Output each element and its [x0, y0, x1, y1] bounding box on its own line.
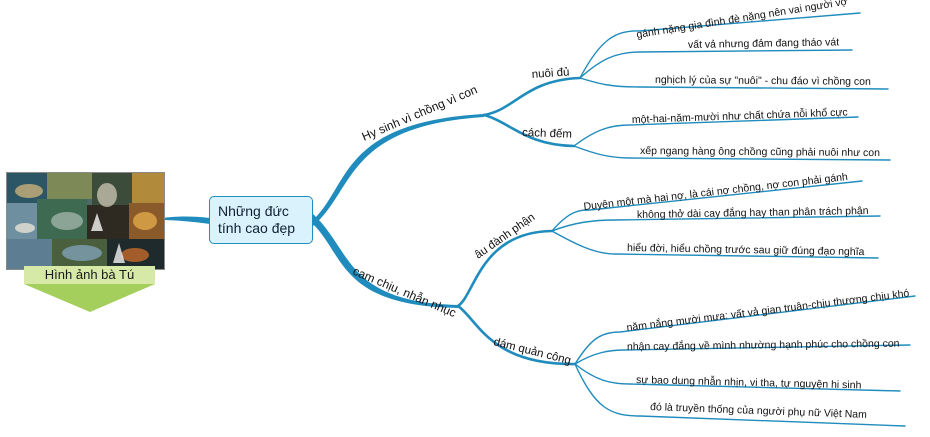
leaf-line: [579, 49, 853, 79]
central-topic-node[interactable]: Những đức tính cao đẹp: [209, 196, 313, 244]
leaf-label: một-hai-năm-mười như chất chứa nỗi khổ c…: [632, 105, 848, 126]
branch-line-hy-sinh: [313, 114, 484, 226]
image-connector-line: [163, 216, 210, 224]
subbranch-label-dam-quan-cong: dám quản công: [492, 336, 572, 367]
caption-background: [24, 266, 155, 284]
subbranch-label-nuoi-du: nuôi đủ: [531, 66, 569, 81]
leaf-line: [574, 363, 906, 427]
leaf-line: [573, 145, 891, 161]
leaf-line: [574, 363, 901, 392]
leaf-label: hiểu đời, hiểu chồng trước sau giữ đúng …: [627, 242, 865, 258]
branch-label-cam-chiu: cam chịu, nhẫn nhục: [351, 263, 459, 320]
leaf-line: [574, 344, 911, 365]
leaf-line: [551, 180, 863, 232]
leaf-label: năm nắng mười mưa: vất vả gian truân-chị…: [626, 286, 910, 334]
leaf-line: [574, 295, 916, 365]
leaf-label: xếp ngang hàng ông chồng cũng phải nuôi …: [640, 145, 880, 159]
leaf-label: nghịch lý của sự "nuôi" - chu đáo vì chồ…: [655, 74, 871, 88]
leaf-label: không thở dài cay đắng hay than phân trá…: [637, 204, 869, 221]
leaf-line: [579, 77, 889, 90]
subbranch-line-dam-quan-cong: [456, 304, 577, 366]
leaf-line: [551, 215, 881, 232]
illustration-image: [6, 172, 165, 270]
caption-pointer-arrow: [24, 284, 155, 312]
image-caption: Hình ảnh bà Tú: [44, 267, 135, 282]
leaf-label: nhận cay đắng về mình nhường hạnh phúc c…: [627, 337, 900, 353]
subbranch-line-cach-dem: [482, 113, 576, 148]
subbranch-line-au-danh-phan: [456, 229, 554, 308]
leaf-line: [551, 230, 879, 259]
leaf-label: gánh nặng gia đình đè nặng nên vai người…: [636, 0, 849, 41]
subbranch-label-cach-dem: cách đếm: [522, 127, 572, 141]
branch-line-cam-chiu: [313, 214, 458, 308]
leaf-line: [579, 12, 861, 79]
subbranch-label-au-danh-phan: âu đành phận: [473, 211, 538, 261]
subbranch-line-nuoi-du: [482, 76, 582, 117]
leaf-label: vất vả nhưng đảm đang tháo vát: [688, 36, 839, 51]
leaf-line: [573, 116, 859, 147]
central-topic-label: Những đức tính cao đẹp: [218, 203, 296, 236]
branch-label-hy-sinh: Hy sinh vì chồng vì con: [360, 82, 480, 143]
leaf-label: sự bao dung nhẫn nhịn, vị tha, tự nguyện…: [636, 373, 862, 392]
collage-picture: [7, 173, 164, 269]
